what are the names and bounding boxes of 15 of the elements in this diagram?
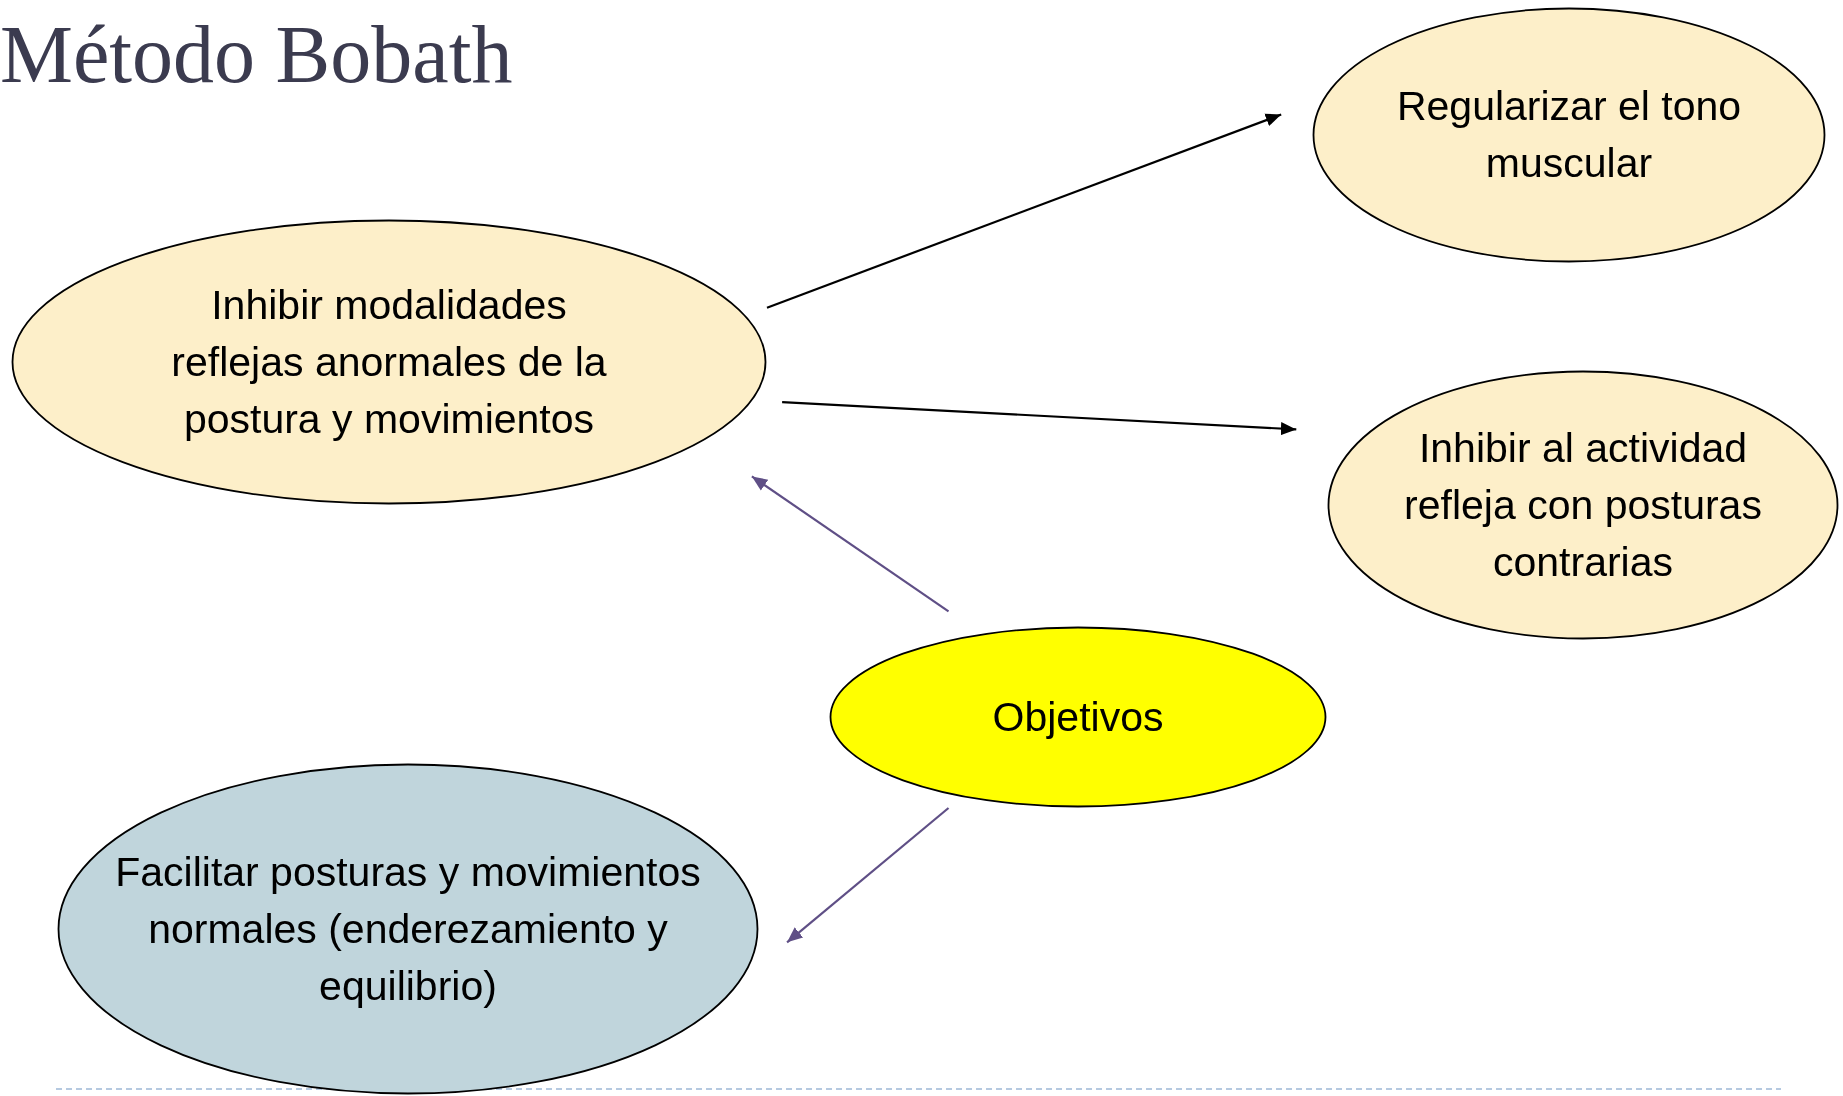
node-text: Inhibir modalidades reflejas anormales de la postura y movimientos xyxy=(170,280,608,444)
ellipse-node xyxy=(829,626,1327,808)
node-text: Facilitar posturas y movimientos normales (enderezamiento y equilibrio) xyxy=(114,847,702,1011)
arrow xyxy=(751,475,950,613)
arrow xyxy=(786,807,950,944)
title: Método Bobath xyxy=(0,14,513,96)
ellipse-node xyxy=(1327,370,1839,640)
ellipse-node xyxy=(1312,7,1826,263)
node-text: Inhibir al actividad refleja con posturas contrarias xyxy=(1403,423,1763,587)
node-text: Regularizar el tono muscular xyxy=(1395,82,1743,188)
arrow xyxy=(782,400,1297,436)
arrow xyxy=(766,113,1282,309)
ellipse-node xyxy=(11,219,767,505)
node-text: Objetivos xyxy=(992,692,1164,742)
ellipse-node xyxy=(57,763,759,1095)
